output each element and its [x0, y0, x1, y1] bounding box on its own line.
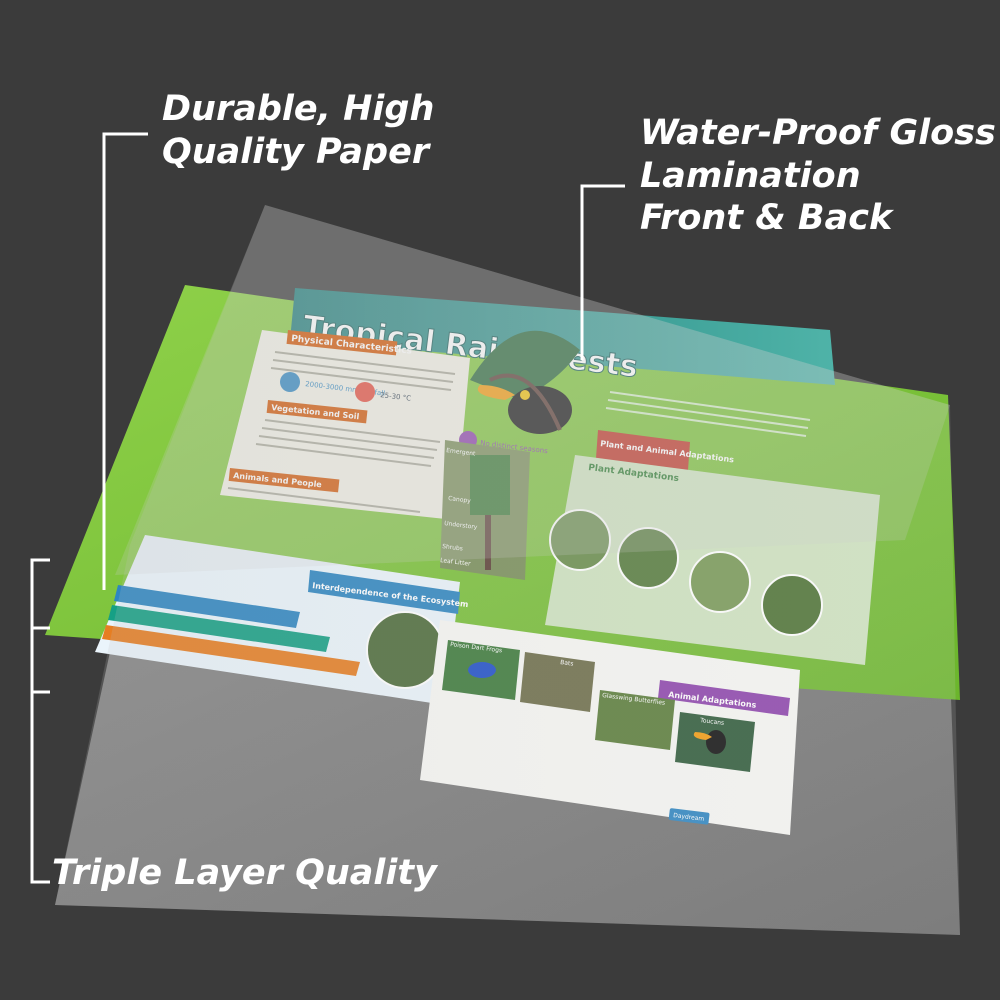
top-lamination-sheet — [55, 205, 960, 935]
layers-bracket — [30, 558, 50, 884]
lamination-callout-line-2: Lamination — [640, 155, 861, 196]
lamination-callout-line-1: Water-Proof Gloss — [640, 113, 996, 153]
lamination-callout: Water-Proof Gloss Lamination Front & Bac… — [640, 112, 996, 240]
top-lamination-edge — [115, 205, 950, 575]
paper-callout-line-1: Durable, High — [162, 89, 435, 129]
lamination-callout-line-3: Front & Back — [640, 198, 893, 239]
layers-callout-line-1: Triple Layer Quality — [52, 853, 437, 893]
paper-callout-line — [102, 132, 148, 590]
lamination-callout-line — [580, 184, 625, 360]
paper-callout: Durable, High Quality Paper — [162, 88, 434, 173]
layers-callout: Triple Layer Quality — [52, 852, 437, 895]
paper-callout-line-2: Quality Paper — [162, 131, 430, 172]
